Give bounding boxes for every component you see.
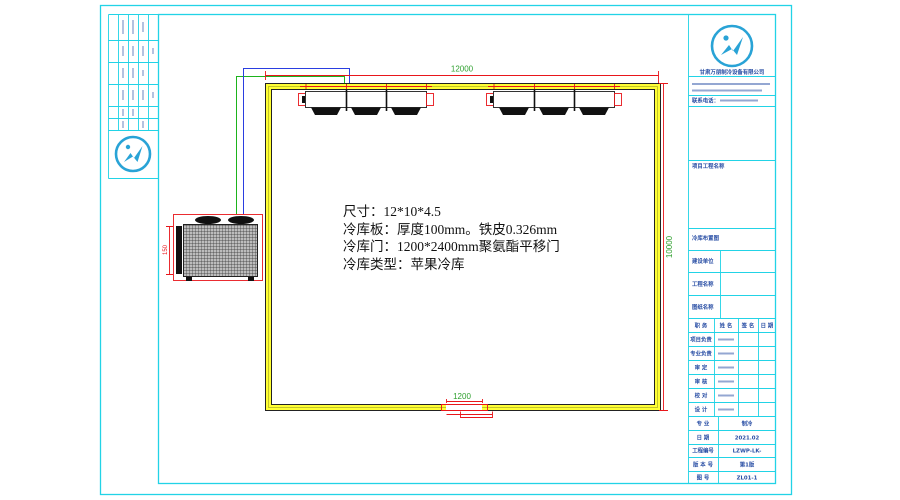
logo-ring (710, 24, 754, 68)
info-row-label: 图 号 (697, 474, 710, 482)
outer-border (99, 4, 793, 496)
logo-head (125, 144, 131, 150)
revision-table (108, 14, 159, 179)
condensing-unit-dimension-label: 150 (163, 244, 169, 255)
info-row-label: 专 业 (697, 420, 710, 428)
room-spec-notes: 尺寸：12*10*4.5 冷库板：厚度100mm。铁皮0.326mm 冷库门：1… (343, 204, 560, 272)
sign-names-illegible (718, 338, 734, 411)
info-row-label: 版 本 号 (692, 461, 714, 469)
row-label: 工程名称 (692, 280, 714, 288)
condensing-unit-dimension-line (166, 226, 173, 275)
door-leaf (441, 404, 493, 418)
evaporator-body (305, 91, 427, 108)
evaporator-group-right (486, 90, 622, 115)
sign-row-label: 审 核 (695, 378, 708, 386)
sign-header: 姓 名 (720, 322, 733, 330)
width-dimension-line (265, 71, 659, 83)
evaporator-body (493, 91, 615, 108)
condensing-unit: 150 (163, 214, 263, 281)
evaporator-fans (311, 107, 421, 115)
title-block: 甘肃万朋制冷设备有限公司 联系电话： 项目工程名称 冷库布置图 建设单位 工程名… (688, 14, 776, 484)
condenser-coil-mesh (183, 224, 258, 277)
evaporator-end-right (614, 93, 622, 106)
info-row-value: 制冷 (742, 420, 753, 428)
running-bird-logo-icon (114, 135, 152, 173)
cold-room (265, 83, 661, 411)
drawing-label: 冷库布置图 (692, 234, 720, 242)
room-width-dimension: 12000 (265, 65, 659, 83)
evaporator-group-left (298, 90, 434, 115)
evaporator-dimension-marks (300, 84, 620, 89)
title-block-grid (688, 14, 776, 484)
depth-dimension-line (659, 83, 668, 411)
evaporator-dividers (533, 90, 576, 111)
company-name: 甘肃万朋制冷设备有限公司 (700, 68, 765, 76)
room-depth-dimension: 10000 (659, 83, 674, 411)
info-row-label: 工程编号 (692, 447, 714, 455)
spec-room-type: 冷库类型：苹果冷库 (343, 257, 465, 272)
spec-door: 冷库门：1200*2400mm聚氨酯平移门 (343, 239, 560, 254)
evaporator-connector (302, 96, 305, 103)
door-dimension-line (446, 399, 483, 403)
sign-row-label: 审 定 (695, 364, 708, 372)
info-row-value: 第1版 (740, 461, 755, 469)
project-label: 项目工程名称 (692, 162, 725, 170)
door-opening (446, 403, 482, 412)
inner-border (157, 13, 777, 485)
sign-row-label: 项目负责 (690, 336, 712, 344)
room-wall-inner (271, 89, 655, 405)
condensing-unit-outline (173, 214, 263, 281)
width-dimension-label: 12000 (451, 65, 474, 74)
logo-figure (721, 37, 743, 55)
info-row-value: ZL01-1 (737, 476, 758, 482)
condenser-fan (195, 216, 221, 224)
evaporator-dividers (345, 90, 388, 111)
condenser-fan (228, 216, 254, 224)
revision-table-illegible-text (122, 20, 154, 128)
evaporator-fans (499, 107, 609, 115)
info-row-value: LZWP-LK- (733, 449, 762, 455)
sign-header: 日 期 (761, 322, 774, 330)
row-label: 建设单位 (691, 257, 714, 265)
sign-row-label: 校 对 (695, 392, 708, 400)
sign-row-label: 专业负责 (690, 350, 712, 358)
logo-head (723, 35, 729, 41)
logo-figure (124, 146, 143, 162)
info-row-value: 2021.02 (735, 436, 760, 442)
evaporator-connector (490, 96, 493, 103)
sliding-door: 1200 (441, 392, 493, 418)
revision-table-grid (108, 14, 159, 179)
suction-pipe (243, 68, 350, 214)
running-bird-logo-icon (710, 24, 754, 68)
address-illegible-text (692, 83, 770, 92)
evaporator-end-right (426, 93, 434, 106)
spec-panel: 冷库板：厚度100mm。铁皮0.326mm (343, 222, 558, 237)
spec-size: 尺寸：12*10*4.5 (343, 204, 441, 219)
row-label: 图纸名称 (692, 303, 714, 311)
sign-header: 职 务 (695, 322, 708, 330)
sign-row-label: 设 计 (695, 406, 708, 414)
door-dimension-label: 1200 (453, 392, 471, 401)
sign-header: 签 名 (741, 322, 755, 330)
logo-ring (114, 135, 152, 173)
info-row-label: 日 期 (697, 434, 710, 442)
phone-label: 联系电话： (692, 97, 719, 105)
depth-dimension-label: 10000 (665, 235, 674, 258)
condensing-unit-side-panel (176, 226, 182, 274)
